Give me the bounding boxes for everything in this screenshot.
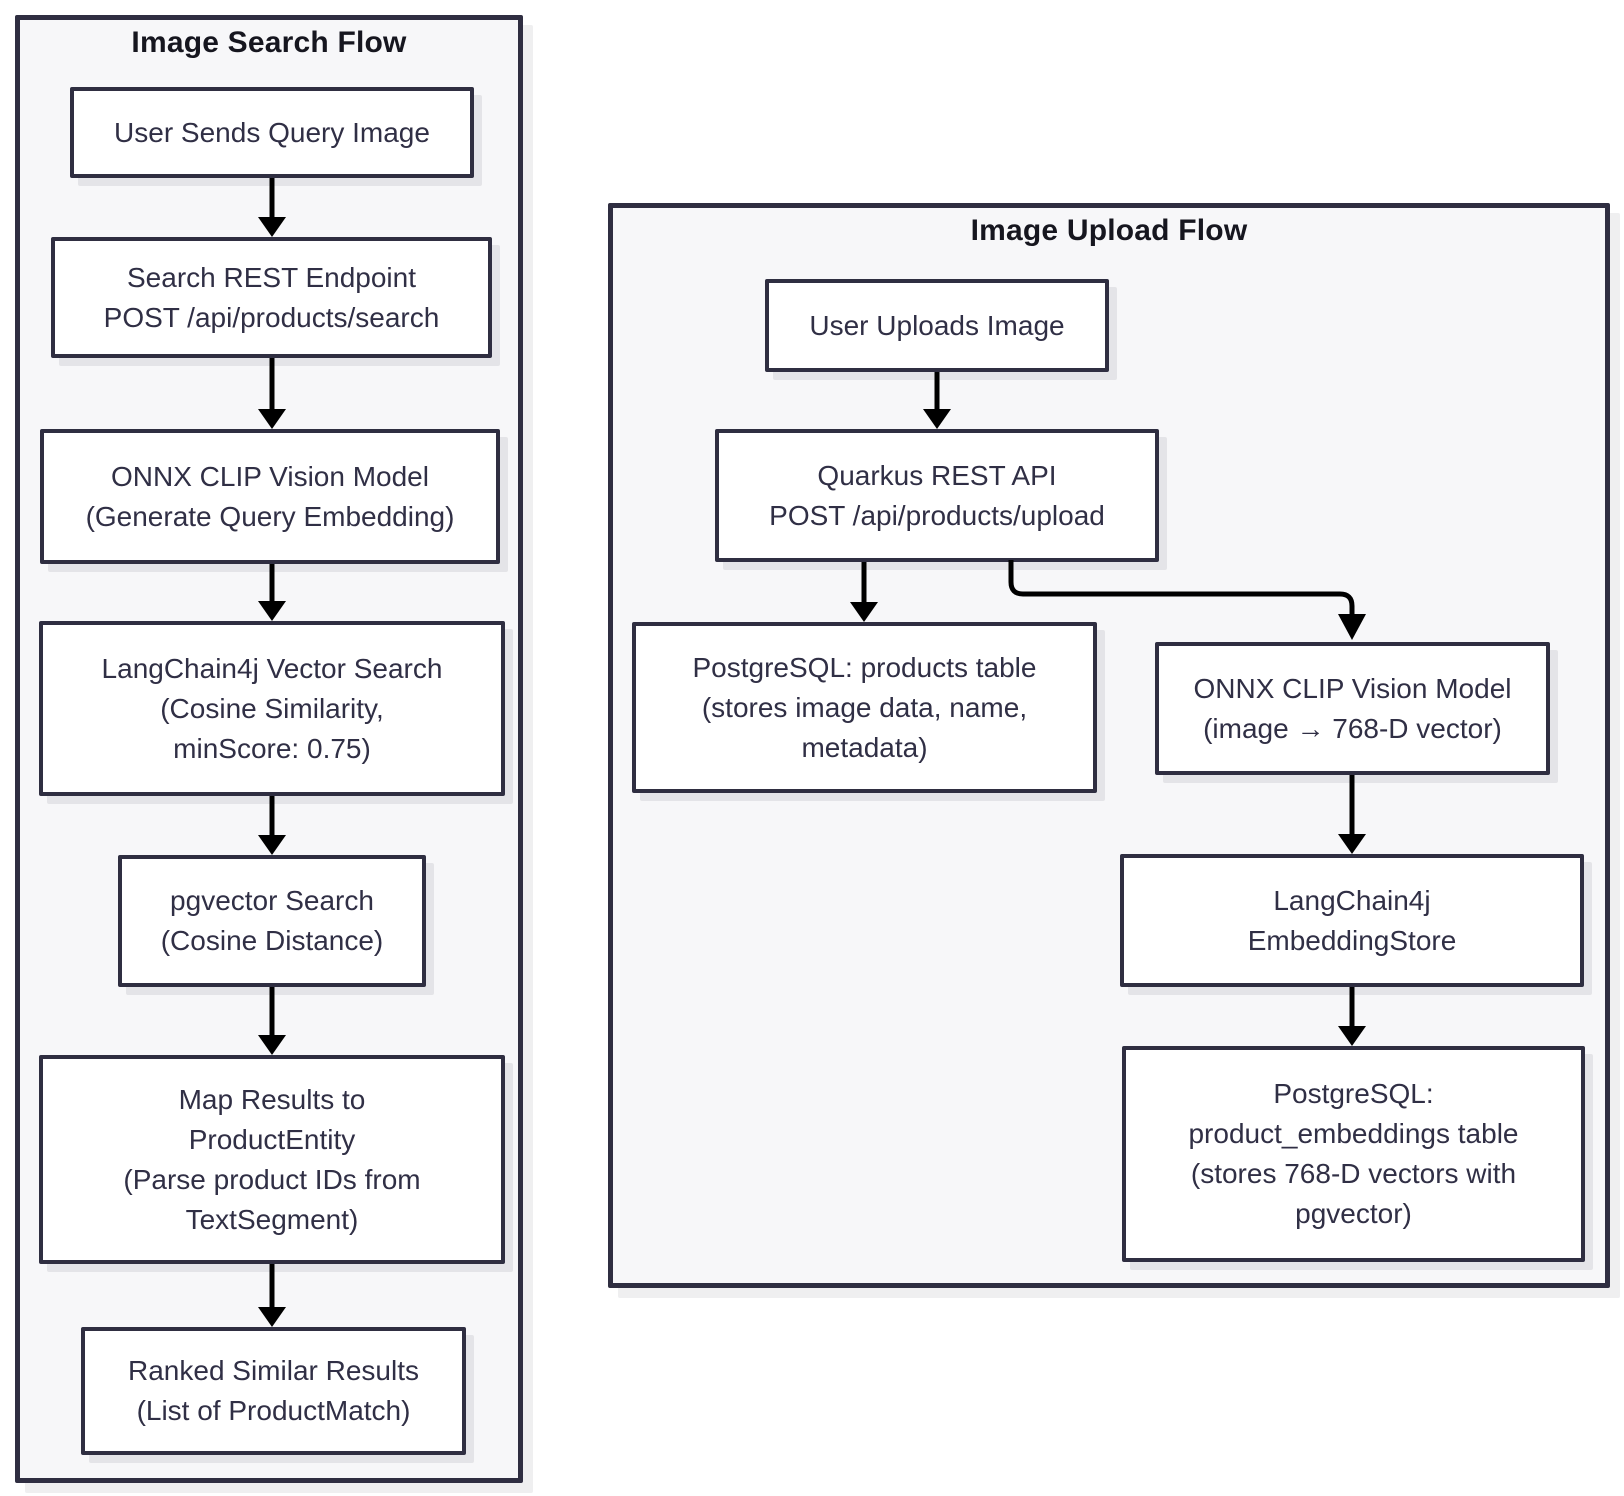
arrow-vector-search-to-pgvector: [258, 796, 286, 855]
arrow-head-icon: [258, 217, 286, 237]
arrow-head-icon: [258, 1307, 286, 1327]
arrow-head-icon: [1338, 834, 1366, 854]
arrow-endpoint-to-clip: [258, 358, 286, 429]
arrow-shaft: [934, 372, 940, 409]
arrow-shaft: [269, 358, 275, 409]
arrow-onnx-to-embeddingstore: [1338, 775, 1366, 854]
node-langchain4j-vector-search: LangChain4j Vector Search (Cosine Simila…: [39, 621, 505, 796]
image-upload-flow-title: Image Upload Flow: [970, 214, 1248, 247]
node-langchain4j-embeddingstore: LangChain4j EmbeddingStore: [1120, 854, 1584, 987]
arrow-head-icon: [258, 835, 286, 855]
node-map-results-productentity: Map Results to ProductEntity (Parse prod…: [39, 1055, 505, 1264]
arrow-shaft: [861, 562, 867, 602]
arrow-shaft: [269, 1264, 275, 1307]
node-user-uploads-image: User Uploads Image: [765, 279, 1109, 372]
arrow-head-icon: [258, 1035, 286, 1055]
arrow-shaft: [1349, 775, 1355, 834]
arrow-shaft: [269, 796, 275, 835]
arrow-embeddingstore-to-embeddings-table: [1338, 987, 1366, 1046]
arrow-head-icon: [258, 409, 286, 429]
node-search-rest-endpoint: Search REST Endpoint POST /api/products/…: [51, 237, 492, 358]
arrow-map-results-to-ranked: [258, 1264, 286, 1327]
arrow-clip-to-vector-search: [258, 564, 286, 621]
node-postgresql-products-table: PostgreSQL: products table (stores image…: [632, 622, 1097, 793]
node-pgvector-search: pgvector Search (Cosine Distance): [118, 855, 426, 987]
arrow-quarkus-to-products-table: [850, 562, 878, 622]
node-onnx-clip-vision-model: ONNX CLIP Vision Model (image → 768-D ve…: [1155, 642, 1550, 775]
arrow-shaft: [269, 987, 275, 1035]
arrow-shaft: [269, 564, 275, 601]
node-ranked-similar-results: Ranked Similar Results (List of ProductM…: [81, 1327, 466, 1455]
arrow-query-image-to-endpoint: [258, 178, 286, 237]
image-search-flow-title: Image Search Flow: [131, 26, 407, 59]
node-user-sends-query-image: User Sends Query Image: [70, 87, 474, 178]
arrow-pgvector-to-map-results: [258, 987, 286, 1055]
node-postgresql-product-embeddings: PostgreSQL: product_embeddings table (st…: [1122, 1046, 1585, 1262]
node-quarkus-rest-api: Quarkus REST API POST /api/products/uplo…: [715, 429, 1159, 562]
arrow-shaft: [269, 178, 275, 217]
arrow-head-icon: [1338, 1026, 1366, 1046]
arrow-head-icon: [850, 602, 878, 622]
node-onnx-clip-query-embedding: ONNX CLIP Vision Model (Generate Query E…: [40, 429, 500, 564]
arrow-head-icon: [258, 601, 286, 621]
arrow-shaft: [1349, 987, 1355, 1026]
arrow-upload-to-quarkus: [923, 372, 951, 429]
arrow-head-icon: [923, 409, 951, 429]
